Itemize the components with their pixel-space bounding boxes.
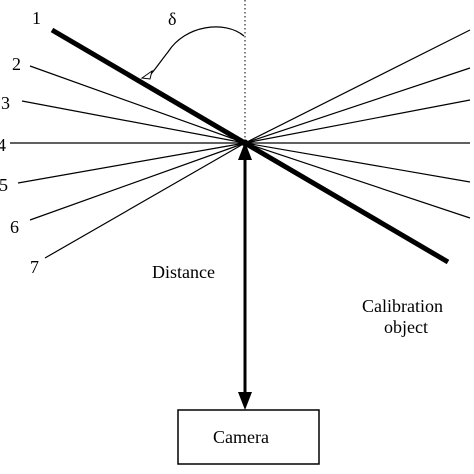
line-number-4: 4 xyxy=(0,135,6,155)
ray-line-3-left xyxy=(21,100,246,144)
ray-line-2-left xyxy=(29,65,246,144)
line-number-1: 1 xyxy=(32,8,41,28)
calibration-object-label-line2: object xyxy=(384,317,428,337)
ray-line-6-right xyxy=(244,142,471,183)
line-number-5: 5 xyxy=(0,175,8,195)
ray-line-7-right xyxy=(244,142,471,219)
calibration-object-label-line1: Calibration xyxy=(362,296,443,316)
distance-label: Distance xyxy=(152,262,215,282)
angle-delta-arrow-tip xyxy=(140,69,153,80)
ray-line-4-right xyxy=(244,99,471,144)
line-number-6: 6 xyxy=(10,217,19,237)
ray-line-5-left xyxy=(17,142,246,184)
ray-lines-right xyxy=(244,29,471,219)
calibration-object-line xyxy=(50,27,450,265)
ray-line-2-right xyxy=(244,29,471,144)
angle-delta-arc xyxy=(149,26,245,76)
camera-label: Camera xyxy=(213,427,269,447)
line-number-2: 2 xyxy=(12,54,21,74)
ray-line-3-right xyxy=(244,67,471,144)
ray-line-6-left xyxy=(29,142,246,221)
ray-line-7-left xyxy=(44,142,246,259)
line-number-3: 3 xyxy=(1,93,10,113)
line-number-7: 7 xyxy=(30,257,39,277)
angle-delta-label: δ xyxy=(168,9,176,29)
ray-lines-left xyxy=(10,65,246,259)
camera-box xyxy=(177,409,320,465)
distance-arrowhead-top xyxy=(238,142,252,160)
distance-arrowhead-bottom xyxy=(238,392,252,410)
